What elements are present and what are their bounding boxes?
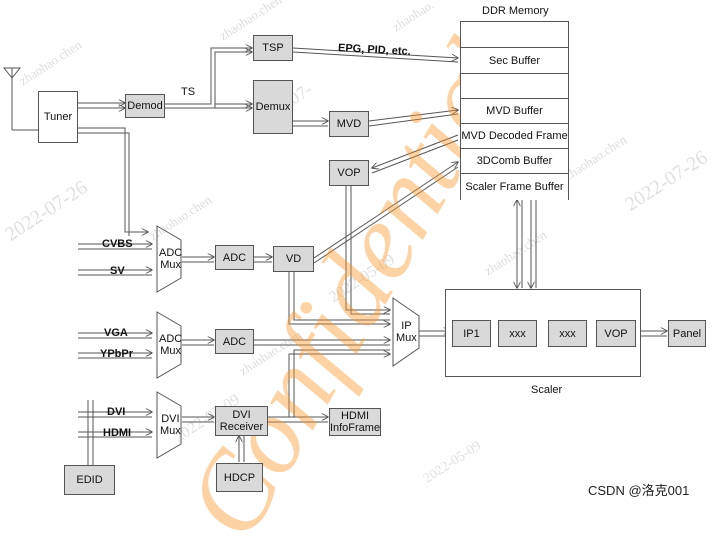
scaler-ip1-block: IP1 [452,320,491,347]
adc-mux-2-line2: Mux [160,345,181,357]
demux-block: Demux [253,80,293,134]
edid-block: EDID [64,465,115,495]
sv-label: SV [110,265,125,277]
vop-block: VOP [329,160,369,186]
dvi-receiver-line2: Receiver [219,421,264,433]
ip-mux-label: IP Mux [396,320,417,344]
ddr-row [461,73,568,98]
scaler-xxx-block: xxx [498,320,537,347]
dvi-mux-line2: Mux [160,425,181,437]
vga-label: VGA [104,327,128,339]
hdmi-label: HDMI [103,427,132,439]
ddr-row-sec-buffer: Sec Buffer [461,47,568,73]
ddr-row [461,21,568,47]
adc-mux-2-line1: ADC [159,333,183,345]
vd-block: VD [273,246,314,272]
ypbpr-label: YPbPr [100,348,134,360]
connection-lines [2,0,717,465]
dvi-mux-label: DVI Mux [160,413,181,437]
hdmi-infoframe-block: HDMI InfoFrame [329,408,381,436]
hdcp-block: HDCP [216,463,263,492]
ddr-memory-title: DDR Memory [482,5,549,17]
ip-mux-line2: Mux [396,332,417,344]
adc-block-2: ADC [215,329,254,354]
cvbs-label: CVBS [102,238,133,250]
scaler-xxx-block: xxx [548,320,587,347]
ddr-row-scaler-frame-buffer: Scaler Frame Buffer [461,173,568,200]
dvi-label: DVI [107,406,126,418]
hdmi-infoframe-line1: HDMI [340,410,370,422]
tuner-block: Tuner [38,91,78,143]
demod-block: Demod [125,94,165,118]
credit-label: CSDN @洛克001 [588,483,690,498]
ddr-row-mvd-decoded-frame: MVD Decoded Frame [461,123,568,148]
dvi-receiver-line1: DVI [232,409,251,421]
ddr-row-mvd-buffer: MVD Buffer [461,98,568,123]
scaler-vop-block: VOP [596,320,636,347]
mvd-block: MVD [329,111,369,137]
hdmi-infoframe-line2: InfoFrame [329,422,381,434]
adc-mux-1-line1: ADC [159,247,183,259]
ip-mux-line1: IP [401,320,412,332]
adc-mux-2-label: ADC Mux [159,333,182,357]
ddr-row-3dcomb-buffer: 3DComb Buffer [461,148,568,173]
dvi-mux-line1: DVI [161,413,180,425]
scaler-label: Scaler [531,384,563,396]
ddr-memory: Sec Buffer MVD Buffer MVD Decoded Frame … [460,21,569,200]
adc-block-1: ADC [215,245,254,270]
adc-mux-1-line2: Mux [160,259,181,271]
adc-mux-1-label: ADC Mux [159,247,182,271]
tsp-block: TSP [253,35,293,61]
ts-label: TS [181,86,196,98]
panel-block: Panel [668,320,706,347]
dvi-receiver-block: DVI Receiver [215,406,268,436]
